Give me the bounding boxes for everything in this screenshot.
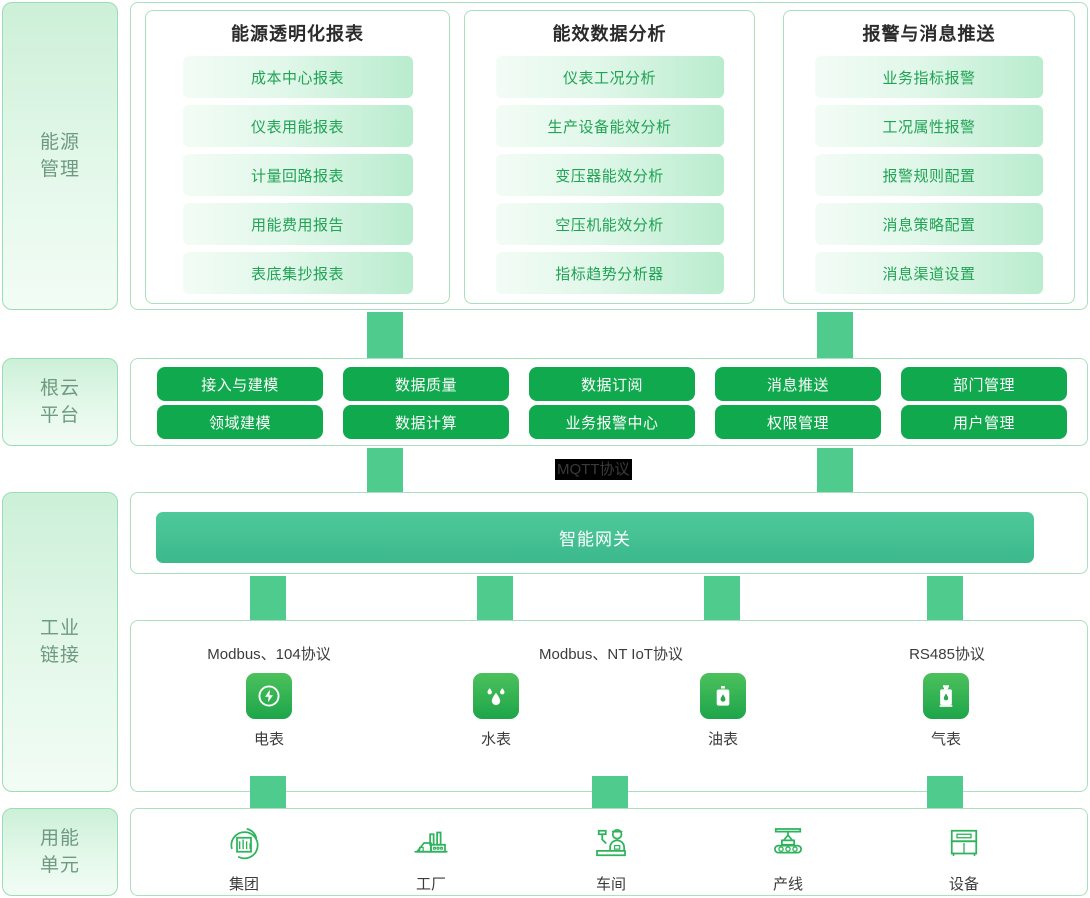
- layer-label-industrial-link-text: 工业 链接: [39, 618, 80, 666]
- unit-caption: 工厂: [415, 876, 446, 893]
- protocol-label-electricity: Modbus、104协议: [207, 646, 331, 663]
- tile-indicator-trend-analyzer[interactable]: 指标趋势分析器: [495, 252, 724, 294]
- oil-meter-icon: [700, 673, 746, 719]
- water-meter-icon: [473, 673, 519, 719]
- energy-unit-band: 集团 工厂: [130, 808, 1088, 896]
- connector-platform-to-gateway-left: [367, 448, 403, 492]
- tile-alarm-rule-config[interactable]: 报警规则配置: [815, 154, 1043, 196]
- meter-caption: 油表: [707, 731, 738, 748]
- panel-title: 报警与消息推送: [862, 24, 996, 44]
- electricity-meter-icon: [246, 673, 292, 719]
- unit-caption: 集团: [228, 876, 259, 893]
- unit-factory[interactable]: 工厂: [376, 819, 486, 894]
- connector-platform-to-gateway-right: [817, 448, 853, 492]
- factory-icon: [376, 819, 486, 867]
- platform-button-department-management[interactable]: 部门管理: [901, 367, 1067, 401]
- tile-meter-reading-report[interactable]: 表底集抄报表: [182, 252, 413, 294]
- unit-equipment[interactable]: 设备: [909, 819, 1019, 894]
- platform-button-message-push[interactable]: 消息推送: [715, 367, 881, 401]
- genyun-platform-band: 接入与建模 领域建模 数据质量 数据计算 数据订阅 业务报警中心 消息推送 权限…: [130, 358, 1088, 446]
- connector-gateway-to-meter-4: [927, 576, 963, 620]
- meter-water[interactable]: 水表: [451, 673, 541, 749]
- unit-caption: 设备: [948, 876, 979, 893]
- meter-gas[interactable]: 气表: [901, 673, 991, 749]
- tile-energy-cost-report[interactable]: 用能费用报告: [182, 203, 413, 245]
- gas-meter-icon: [923, 673, 969, 719]
- protocol-label-water-oil: Modbus、NT IoT协议: [539, 646, 683, 663]
- unit-group[interactable]: 集团: [189, 819, 299, 894]
- tile-condition-attribute-alarm[interactable]: 工况属性报警: [815, 105, 1043, 147]
- meters-band: Modbus、104协议 Modbus、NT IoT协议 RS485协议 电表 …: [130, 620, 1088, 792]
- layer-label-energy-unit: 用能 单元: [2, 808, 118, 896]
- panel-energy-efficiency-analysis: 能效数据分析 仪表工况分析 生产设备能效分析 变压器能效分析 空压机能效分析 指…: [464, 10, 755, 304]
- layer-label-genyun-platform: 根云 平台: [2, 358, 118, 446]
- unit-caption: 车间: [595, 876, 626, 893]
- platform-button-data-quality[interactable]: 数据质量: [343, 367, 509, 401]
- platform-button-access-and-modeling[interactable]: 接入与建模: [157, 367, 323, 401]
- smart-gateway-bar[interactable]: 智能网关: [156, 512, 1034, 563]
- energy-management-band: 能源透明化报表 成本中心报表 仪表用能报表 计量回路报表 用能费用报告 表底集抄…: [130, 2, 1088, 310]
- connector-gateway-to-meter-1: [250, 576, 286, 620]
- meter-caption: 气表: [930, 731, 961, 748]
- tile-business-indicator-alarm[interactable]: 业务指标报警: [815, 56, 1043, 98]
- platform-button-user-management[interactable]: 用户管理: [901, 405, 1067, 439]
- connector-panels-to-platform-right: [817, 312, 853, 358]
- tile-message-channel-setting[interactable]: 消息渠道设置: [815, 252, 1043, 294]
- group-icon: [189, 819, 299, 867]
- platform-button-permission-management[interactable]: 权限管理: [715, 405, 881, 439]
- tile-transformer-efficiency[interactable]: 变压器能效分析: [495, 154, 724, 196]
- panel-title: 能效数据分析: [552, 24, 667, 44]
- tile-cost-center-report[interactable]: 成本中心报表: [182, 56, 413, 98]
- meter-electricity[interactable]: 电表: [224, 673, 314, 749]
- platform-button-data-subscription[interactable]: 数据订阅: [529, 367, 695, 401]
- meter-caption: 电表: [253, 731, 284, 748]
- connector-gateway-to-meter-3: [704, 576, 740, 620]
- platform-button-data-computing[interactable]: 数据计算: [343, 405, 509, 439]
- tile-meter-energy-report[interactable]: 仪表用能报表: [182, 105, 413, 147]
- unit-production-line[interactable]: 产线: [733, 819, 843, 894]
- tile-metering-loop-report[interactable]: 计量回路报表: [182, 154, 413, 196]
- layer-label-energy-management: 能源 管理: [2, 2, 118, 310]
- unit-workshop[interactable]: 车间: [556, 819, 666, 894]
- panel-title: 能源透明化报表: [231, 24, 364, 44]
- platform-button-business-alarm-center[interactable]: 业务报警中心: [529, 405, 695, 439]
- meter-oil[interactable]: 油表: [678, 673, 768, 749]
- protocol-label-gas: RS485协议: [909, 646, 985, 663]
- layer-label-energy-management-text: 能源 管理: [39, 132, 80, 180]
- tile-meter-condition-analysis[interactable]: 仪表工况分析: [495, 56, 724, 98]
- connector-panels-to-platform-left: [367, 312, 403, 358]
- equipment-icon: [909, 819, 1019, 867]
- mqtt-protocol-label: MQTT协议: [555, 459, 632, 480]
- workshop-icon: [556, 819, 666, 867]
- panel-alarm-and-message-push: 报警与消息推送 业务指标报警 工况属性报警 报警规则配置 消息策略配置 消息渠道…: [783, 10, 1075, 304]
- tile-message-strategy-config[interactable]: 消息策略配置: [815, 203, 1043, 245]
- tile-air-compressor-efficiency[interactable]: 空压机能效分析: [495, 203, 724, 245]
- layer-label-industrial-link: 工业 链接: [2, 492, 118, 792]
- unit-caption: 产线: [772, 876, 803, 893]
- panel-energy-transparency-report: 能源透明化报表 成本中心报表 仪表用能报表 计量回路报表 用能费用报告 表底集抄…: [145, 10, 450, 304]
- platform-button-domain-modeling[interactable]: 领域建模: [157, 405, 323, 439]
- connector-gateway-to-meter-2: [477, 576, 513, 620]
- meter-caption: 水表: [480, 731, 511, 748]
- layer-label-energy-unit-text: 用能 单元: [39, 828, 80, 876]
- layer-label-genyun-platform-text: 根云 平台: [39, 378, 80, 426]
- tile-production-equipment-efficiency[interactable]: 生产设备能效分析: [495, 105, 724, 147]
- production-line-icon: [733, 819, 843, 867]
